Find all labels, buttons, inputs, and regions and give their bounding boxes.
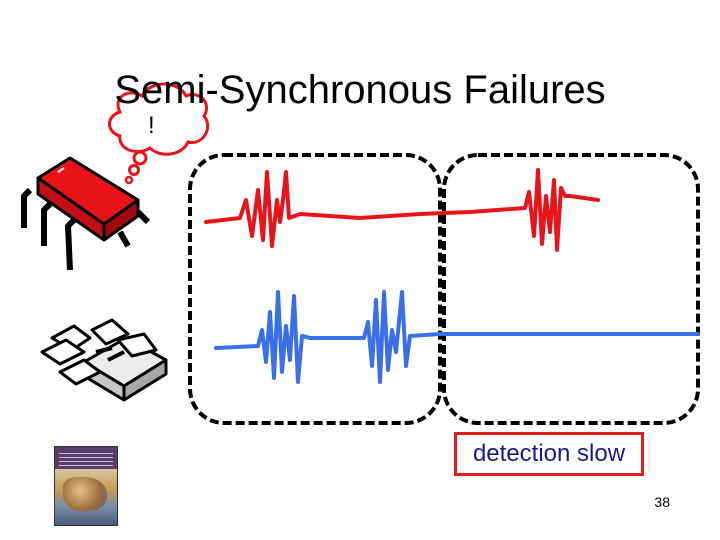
red-heartbeat-signal (204, 168, 600, 252)
dead-bug-chip-icon (40, 318, 168, 402)
blue-heartbeat-signal (214, 290, 700, 384)
thought-bubble-icon (108, 82, 210, 185)
detection-slow-label: detection slow (472, 440, 626, 467)
slide-number: 38 (654, 494, 670, 510)
time-window-2 (442, 153, 700, 425)
slide-title: Semi-Synchronous Failures (114, 68, 606, 112)
red-bug-chip-icon (21, 156, 151, 271)
detection-slow-caption: detection slow (454, 432, 644, 476)
thought-exclamation: ! (148, 112, 155, 139)
time-window-1 (188, 153, 442, 425)
book-cover-icon (54, 446, 118, 526)
